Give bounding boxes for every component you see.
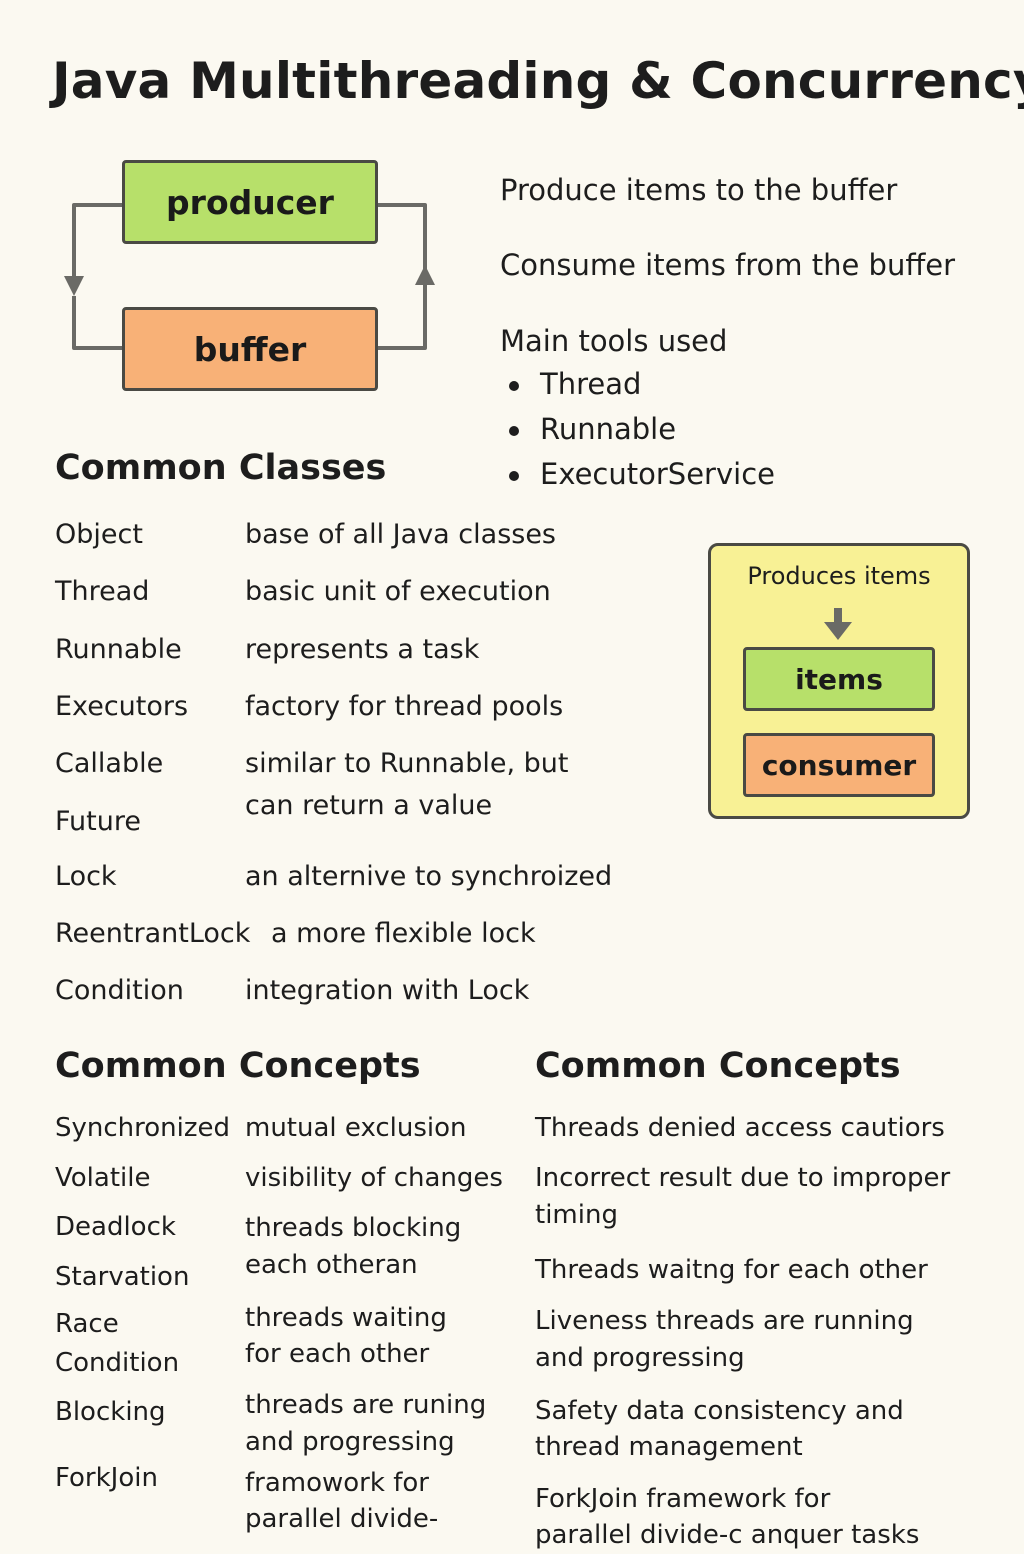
bullet-icon (509, 426, 519, 436)
bullet-icon (509, 381, 519, 391)
concept-line: timing (535, 1200, 618, 1230)
buffer-label: buffer (193, 329, 307, 369)
class-description: basic unit of execution (245, 576, 551, 607)
class-name: Lock (55, 861, 117, 892)
arrow-up-icon (415, 265, 435, 285)
concept-line: Incorrect result due to improper (535, 1163, 951, 1193)
common-concepts-heading: Common Concepts (55, 1046, 421, 1086)
concept-description: and progressing (245, 1427, 455, 1457)
concept-line: Liveness threads are running (535, 1306, 914, 1336)
class-description: similar to Runnable, but (245, 748, 569, 779)
cycle-arrows (64, 203, 435, 350)
concept-name: Starvation (55, 1262, 190, 1292)
concept-name: Blocking (55, 1397, 166, 1427)
tools-heading: Main tools used (500, 324, 728, 358)
arrow-down-icon (824, 608, 852, 640)
concept-description: mutual exclusion (245, 1113, 467, 1143)
concept-name: Deadlock (55, 1212, 176, 1242)
concept-line: parallel divide-c anquer tasks (535, 1520, 920, 1550)
class-description: can return a value (245, 790, 493, 821)
common-classes-heading: Common Classes (55, 448, 387, 488)
concept-description: threads waiting (245, 1303, 447, 1333)
concept-name: Synchronized (55, 1113, 231, 1143)
concept-line: Threads waitng for each other (535, 1255, 928, 1285)
concept-line: Threads denied access cautiors (535, 1113, 945, 1143)
tool-item: Runnable (540, 412, 677, 446)
class-description: factory for thread pools (245, 691, 564, 722)
class-name: Future (55, 806, 141, 837)
class-name: Executors (55, 691, 189, 722)
class-name: Thread (55, 576, 150, 607)
buffer-box: buffer (122, 307, 378, 391)
concept-description: framowork for (245, 1468, 429, 1498)
tool-item: ExecutorService (540, 457, 775, 491)
concept-line: ForkJoin framework for (535, 1484, 831, 1514)
concept-line: Safety data consistency and (535, 1396, 904, 1426)
concept-description: each otheran (245, 1250, 418, 1280)
class-description: base of all Java classes (245, 519, 557, 550)
concept-line: thread management (535, 1432, 803, 1462)
class-name: Runnable (55, 634, 182, 665)
producer-box: producer (122, 160, 378, 244)
common-concepts-heading-right: Common Concepts (535, 1046, 901, 1086)
producer-label: producer (166, 182, 334, 222)
items-box: items (743, 647, 935, 711)
concept-description: visibility of changes (245, 1163, 503, 1193)
page-title: Java Multithreading & Concurrency (52, 52, 1024, 110)
concept-name: Volatile (55, 1163, 151, 1193)
concept-description: for each other (245, 1339, 430, 1369)
concept-description: threads are runing (245, 1390, 487, 1420)
concept-description: parallel divide- (245, 1504, 439, 1534)
consume-description: Consume items from the buffer (500, 248, 956, 282)
bullet-icon (509, 471, 519, 481)
concept-name: Condition (55, 1348, 180, 1378)
concept-description: threads blocking (245, 1213, 462, 1243)
produce-description: Produce items to the buffer (500, 173, 898, 207)
class-description: integration with Lock (245, 975, 530, 1006)
concept-line: and progressing (535, 1343, 745, 1373)
class-name: ReentrantLock (55, 918, 251, 949)
items-label: items (795, 662, 883, 696)
class-description: a more flexible lock (271, 918, 536, 949)
consumer-label: consumer (761, 748, 917, 782)
consumer-box: consumer (743, 733, 935, 797)
concept-name: ForkJoin (55, 1463, 158, 1493)
tool-item: Thread (540, 367, 642, 401)
class-name: Callable (55, 748, 164, 779)
class-description: an alternive to synchroized (245, 861, 613, 892)
panel-caption: Produces items (747, 562, 931, 590)
class-description: represents a task (245, 634, 480, 665)
arrow-down-icon (64, 276, 84, 296)
concept-name: Race (55, 1309, 119, 1339)
class-name: Condition (55, 975, 184, 1006)
class-name: Object (55, 519, 143, 550)
